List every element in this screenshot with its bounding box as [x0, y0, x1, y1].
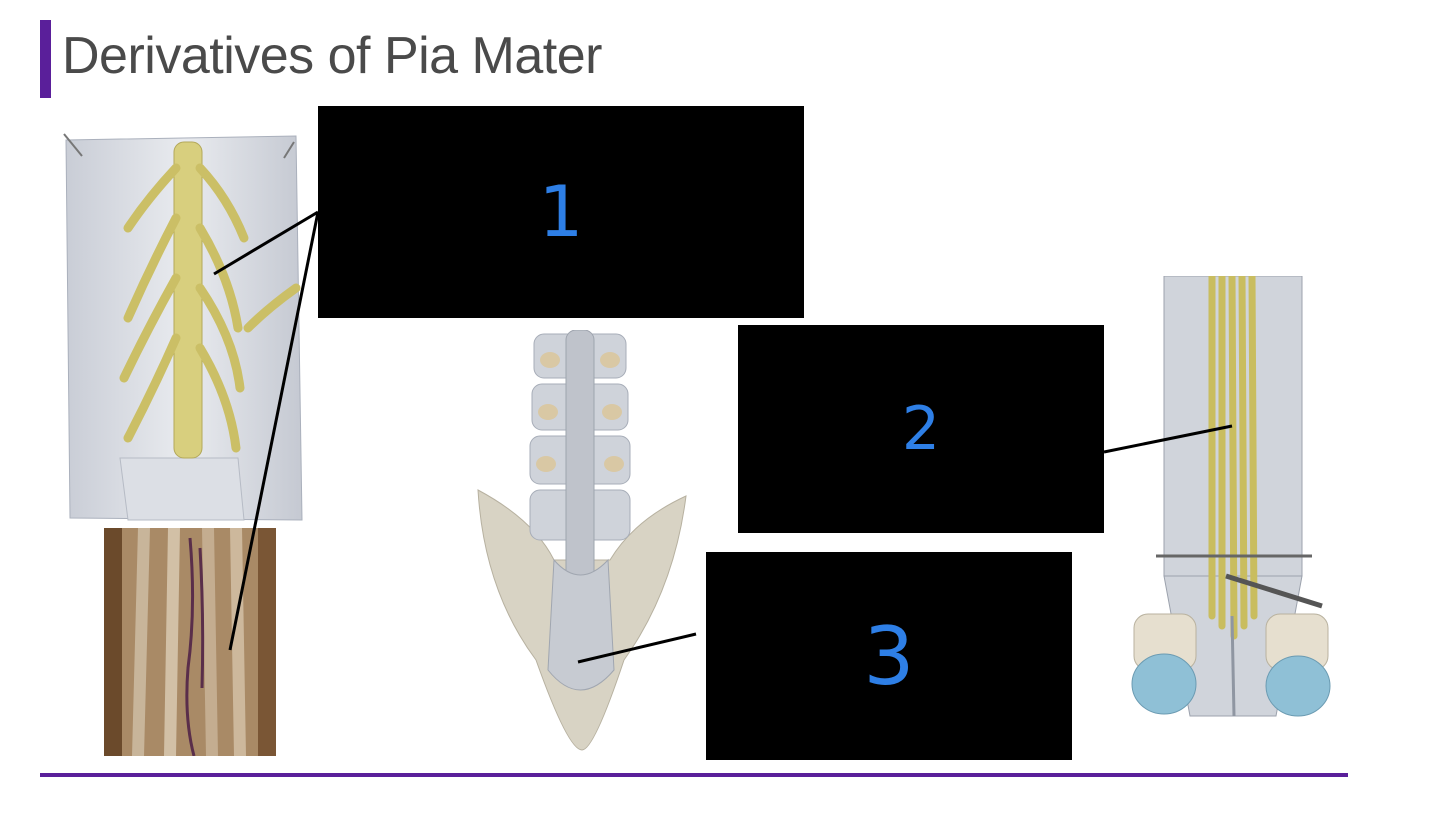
leader-line-1a: [213, 210, 319, 276]
page-title: Derivatives of Pia Mater: [62, 27, 602, 85]
leader-line-3: [577, 632, 697, 664]
label-box-1: 1: [318, 106, 804, 318]
bottom-accent-rule: [40, 773, 1348, 777]
leader-line-1b: [228, 211, 320, 651]
label-number-2: 2: [901, 394, 941, 464]
label-box-2: 2: [738, 325, 1104, 533]
spinal-canal-filum-illustration: [1131, 276, 1331, 717]
spinal-cord-illustration-top-left: [63, 133, 303, 521]
label-box-3: 3: [706, 552, 1072, 760]
title-accent-bar: [40, 20, 51, 98]
leader-line-2: [1103, 424, 1233, 454]
label-number-1: 1: [538, 171, 584, 253]
label-number-3: 3: [863, 609, 915, 703]
sacrum-cauda-equina-illustration: [477, 330, 687, 751]
